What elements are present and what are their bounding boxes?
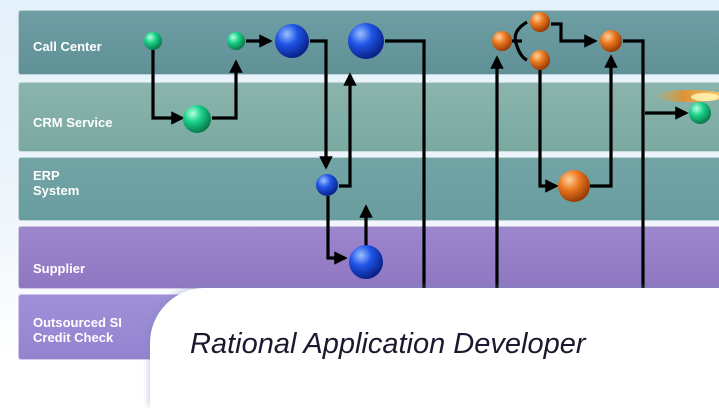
- node-green-call-2: [227, 32, 245, 50]
- process-flow-diagram: [144, 12, 719, 290]
- connector-erp-to-callcenter: [339, 72, 357, 188]
- lane-label-erp-system: ERP System: [33, 168, 80, 198]
- node-blue-call-1: [275, 24, 309, 58]
- connector-group: [151, 20, 689, 290]
- connector-callcenter-to-crm: [151, 50, 185, 125]
- flare-streak: [654, 90, 719, 102]
- lane-label-outsourced-credit-check: Outsourced SI Credit Check: [33, 315, 122, 345]
- node-blue-erp: [316, 174, 338, 196]
- node-group: [144, 12, 711, 279]
- connector-erp-to-supplier: [326, 196, 348, 265]
- lane-label-crm-service: CRM Service: [33, 115, 113, 130]
- connector-callcenter-down-right: [623, 39, 645, 290]
- node-orange-call-3: [530, 50, 550, 70]
- connector-orange-fork: [513, 20, 528, 62]
- node-orange-call-2: [530, 12, 550, 32]
- connector-orange-to-erp: [538, 70, 559, 193]
- node-orange-erp: [558, 170, 590, 202]
- product-title: Rational Application Developer: [190, 328, 586, 360]
- connector-crm-to-callcenter: [212, 59, 243, 120]
- node-blue-supplier: [349, 245, 383, 279]
- node-blue-call-2: [348, 23, 384, 59]
- node-green-crm-1: [183, 105, 211, 133]
- connector-blue-to-erp: [310, 39, 333, 170]
- node-green-call-1: [144, 32, 162, 50]
- lane-label-supplier: Supplier: [33, 261, 86, 276]
- connector-erp-to-orange: [590, 54, 618, 188]
- node-orange-call-4: [600, 30, 622, 52]
- node-green-crm-2: [689, 102, 711, 124]
- lane-label-call-center: Call Center: [33, 39, 102, 54]
- connector-orange-split-right: [551, 22, 598, 48]
- connector-callcenter-down-left: [385, 39, 426, 290]
- node-orange-call-1: [492, 31, 512, 51]
- lane-crm-service: CRM Service: [18, 82, 719, 152]
